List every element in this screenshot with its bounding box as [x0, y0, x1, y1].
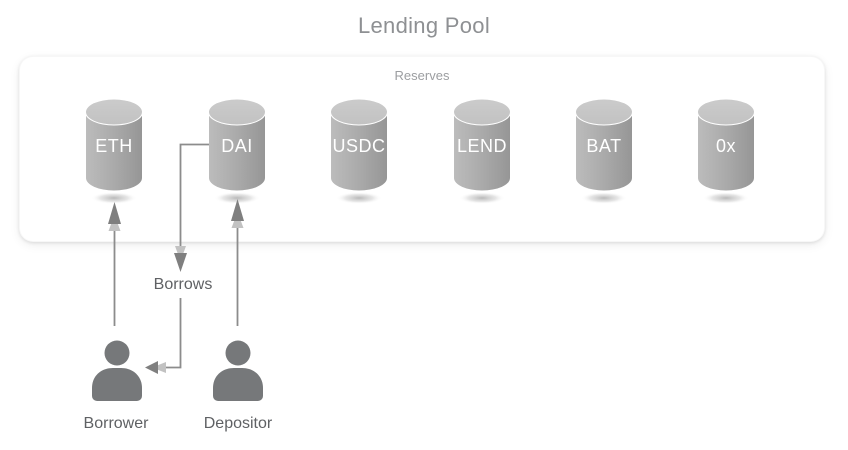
reserve-token-label: LEND: [456, 136, 507, 156]
database-icon: [330, 99, 388, 204]
borrower-label: Borrower: [83, 415, 149, 432]
reserve-token-label: USDC: [332, 136, 386, 156]
database-icon: [575, 99, 633, 204]
reserve-cylinder-eth: ETH: [83, 97, 145, 209]
depositor-icon: [213, 340, 263, 401]
reserve-token-label: BAT: [586, 136, 622, 156]
reserves-panel-label: Reserves: [394, 68, 450, 83]
reserve-cylinder-bat: BAT: [573, 97, 635, 209]
reserve-token-label: 0x: [715, 136, 736, 156]
reserve-cylinder-0x: 0x: [695, 97, 757, 209]
database-icon: [453, 99, 511, 204]
database-icon: [208, 99, 266, 204]
borrower-icon: [92, 340, 142, 401]
reserve-cylinder-dai: DAI: [206, 97, 268, 209]
database-icon: [85, 99, 143, 204]
database-icon: [697, 99, 755, 204]
reserve-token-label: DAI: [221, 136, 253, 156]
reserve-cylinder-usdc: USDC: [328, 97, 390, 209]
reserve-cylinder-lend: LEND: [451, 97, 513, 209]
borrows-flow-label: Borrows: [153, 276, 213, 293]
reserves-panel: Reserves: [19, 56, 825, 242]
page-title: Lending Pool: [357, 13, 491, 38]
reserve-token-label: ETH: [95, 136, 133, 156]
depositor-label: Depositor: [203, 415, 273, 432]
